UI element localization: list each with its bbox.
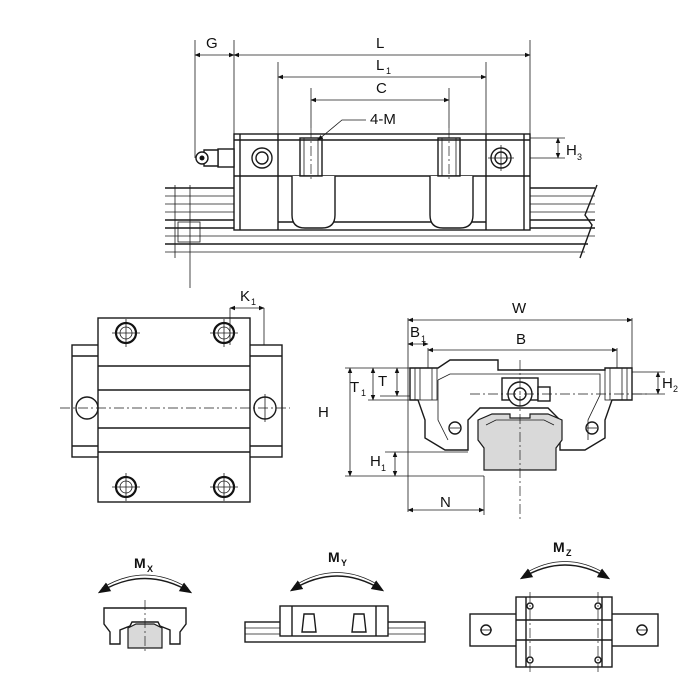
mz-sub: Z (566, 548, 572, 558)
side-dimensions: G L L 1 C 4-M H 3 (194, 35, 582, 162)
my-label: M (328, 549, 340, 565)
moment-mz: M Z (469, 539, 659, 672)
dim-label-h1: H (370, 453, 381, 470)
dim-label-h3: H (566, 142, 577, 159)
dim-label-h2: H (662, 375, 673, 392)
dim-label-4m: 4-M (370, 111, 396, 128)
dim-label-b1: B (410, 324, 420, 341)
side-grease-nipple (195, 148, 235, 168)
my-sub: Y (341, 558, 347, 568)
top-view: K 1 (60, 288, 290, 503)
top-mounting-holes (112, 319, 238, 501)
dim-label-h3-sub: 3 (577, 152, 582, 162)
dim-label-b: B (516, 331, 526, 348)
dim-label-h: H (318, 404, 329, 421)
dim-label-t: T (378, 373, 387, 390)
dim-label-w: W (512, 300, 527, 317)
dim-label-l1: L (376, 57, 384, 74)
dim-label-n: N (440, 494, 451, 511)
front-view: W B 1 B T 1 T H H 2 H 1 N (318, 300, 678, 520)
side-carriage (233, 128, 531, 231)
mx-label: M (134, 555, 146, 571)
mz-label: M (553, 539, 565, 555)
dim-label-l1-sub: 1 (386, 66, 391, 76)
dim-label-g: G (206, 35, 218, 52)
mx-sub: X (147, 564, 153, 574)
side-view: G L L 1 C 4-M H 3 (165, 35, 598, 288)
dim-label-b1-sub: 1 (421, 334, 426, 344)
moment-my: M Y (244, 549, 426, 643)
dim-label-t1-sub: 1 (361, 388, 366, 398)
moment-mx: M X (97, 555, 193, 652)
dim-label-c: C (376, 80, 387, 97)
dim-label-l: L (376, 35, 384, 52)
dim-label-k1-sub: 1 (251, 297, 256, 307)
dim-label-h2-sub: 2 (673, 384, 678, 394)
dim-label-h1-sub: 1 (381, 463, 386, 473)
dim-label-t1: T (350, 379, 359, 396)
dim-label-k1: K (240, 288, 250, 305)
